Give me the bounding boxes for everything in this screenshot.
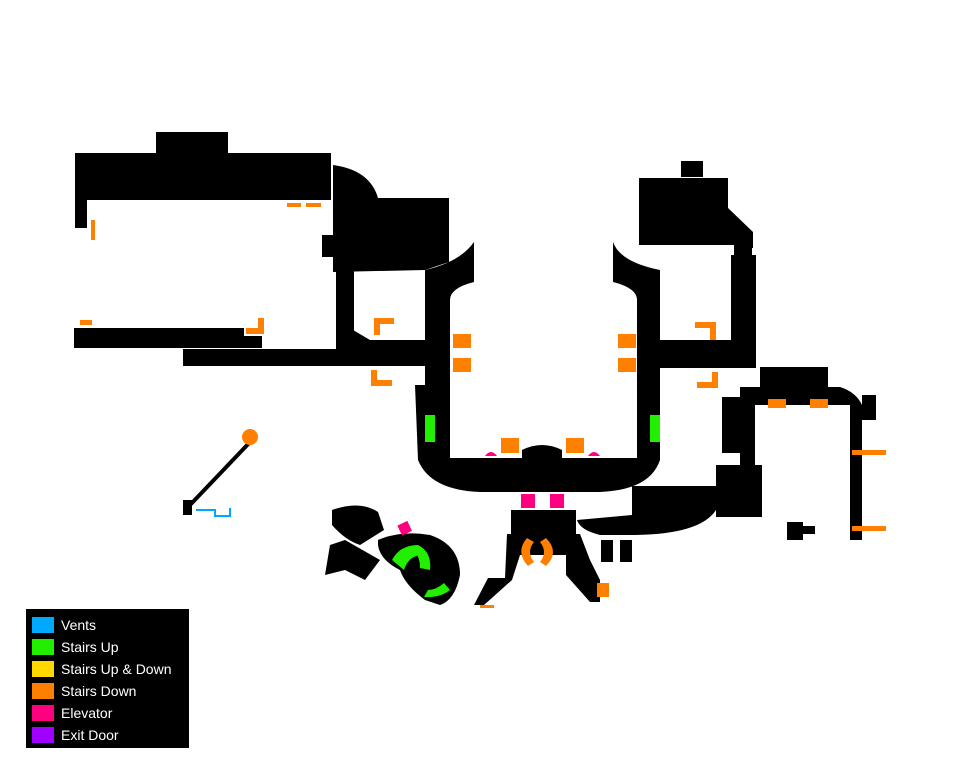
legend-label: Exit Door <box>61 727 119 743</box>
legend-item-stairs-up: Stairs Up <box>26 636 189 658</box>
vents <box>196 508 231 517</box>
legend-label: Elevator <box>61 705 113 721</box>
elevator-swatch <box>32 705 54 721</box>
legend-label: Stairs Up & Down <box>61 661 172 677</box>
legend-label: Stairs Up <box>61 639 119 655</box>
stairs-up-swatch <box>32 639 54 655</box>
elevator-markers <box>397 452 600 536</box>
legend-item-vents: Vents <box>26 614 189 636</box>
legend-item-elevator: Elevator <box>26 702 189 724</box>
floor-plan <box>74 132 876 605</box>
stairs-up-down-swatch <box>32 661 54 677</box>
legend-label: Vents <box>61 617 97 633</box>
map-legend: Vents Stairs Up Stairs Up & Down Stairs … <box>26 609 189 748</box>
stairs-down-markers <box>80 203 886 608</box>
vents-swatch <box>32 617 54 633</box>
stairs-up-markers <box>392 415 660 598</box>
legend-label: Stairs Down <box>61 683 137 699</box>
legend-item-exit-door: Exit Door <box>26 724 189 746</box>
legend-item-stairs-down: Stairs Down <box>26 680 189 702</box>
exit-door-swatch <box>32 727 54 743</box>
stairs-down-swatch <box>32 683 54 699</box>
legend-item-stairs-up-down: Stairs Up & Down <box>26 658 189 680</box>
